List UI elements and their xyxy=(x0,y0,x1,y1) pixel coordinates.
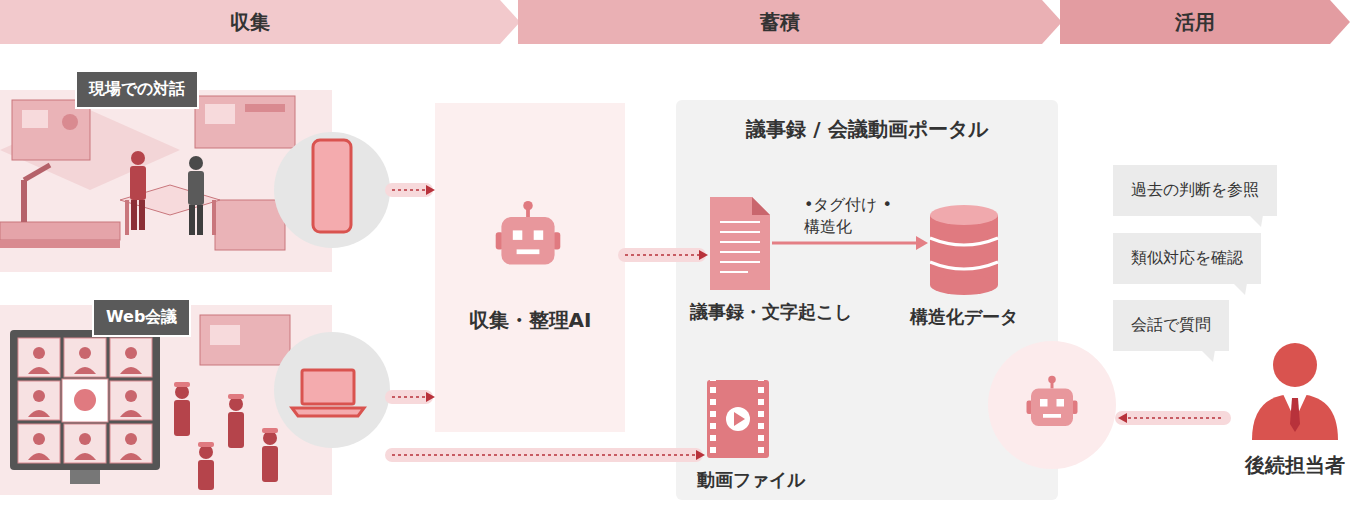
scene-tag: 現場での対話 xyxy=(75,70,199,109)
bubble-text: 過去の判断を参照 xyxy=(1131,180,1259,201)
bubble-tail xyxy=(1233,283,1247,295)
icon-label: 構造化データ xyxy=(910,305,1018,329)
video-file-icon xyxy=(707,380,769,458)
icon-label: 後続担当者 xyxy=(1245,452,1345,479)
panel-title: 議事録 / 会議動画ポータル xyxy=(676,116,1058,143)
dashed-arrow xyxy=(625,250,708,260)
icon-node: 議事録・文字起こし xyxy=(708,195,772,292)
ai-panel-bg xyxy=(435,103,625,432)
dashed-arrow xyxy=(1118,413,1224,423)
dashed-arrow xyxy=(392,392,435,402)
phase-label: 収集 xyxy=(0,0,500,44)
database-icon xyxy=(930,205,998,295)
icon-node: 動画ファイル xyxy=(705,378,771,460)
edge-label: •タグ付け •構造化 xyxy=(804,194,904,237)
bubble-node: 会話で質問 xyxy=(1113,300,1229,351)
bubble-tail xyxy=(1249,215,1263,227)
phase-label: 蓄積 xyxy=(518,0,1042,44)
scene-tag: Web会議 xyxy=(92,298,191,337)
icon-label: 動画ファイル xyxy=(697,468,805,492)
bubble-node: 類似対応を確認 xyxy=(1113,233,1261,284)
bubble-tail xyxy=(1201,350,1215,362)
scene-node: 現場での対話 xyxy=(0,70,392,272)
robot-icon xyxy=(496,201,561,265)
panel-node: 収集・整理AI xyxy=(435,103,625,432)
panel-node: 議事録 / 会議動画ポータル議事録・文字起こし構造化データ動画ファイル xyxy=(676,100,1058,500)
phase-label: 活用 xyxy=(1060,0,1330,44)
panel-title: 収集・整理AI xyxy=(435,307,625,334)
dashed-arrow xyxy=(392,450,705,460)
bubble-node: 過去の判断を参照 xyxy=(1113,165,1277,216)
dashed-arrow xyxy=(392,185,435,195)
icon-node: 構造化データ xyxy=(928,203,1000,297)
person-icon xyxy=(1252,343,1338,440)
robot-icon xyxy=(1027,376,1078,426)
band-node: 蓄積 xyxy=(518,0,1062,44)
icon-label: 議事録・文字起こし xyxy=(690,300,852,324)
scene-node: Web会議 xyxy=(0,298,392,495)
meeting-scene xyxy=(0,305,390,495)
bubble-text: 会話で質問 xyxy=(1131,315,1211,336)
factory-scene xyxy=(0,90,390,272)
bubble-text: 類似対応を確認 xyxy=(1131,248,1243,269)
solid-arrow xyxy=(772,236,928,250)
document-icon xyxy=(710,197,770,290)
person-node: 後続担当者 xyxy=(1248,340,1342,444)
assistant-circle xyxy=(988,341,1116,469)
band-node: 収集 xyxy=(0,0,520,44)
band-node: 活用 xyxy=(1060,0,1350,44)
